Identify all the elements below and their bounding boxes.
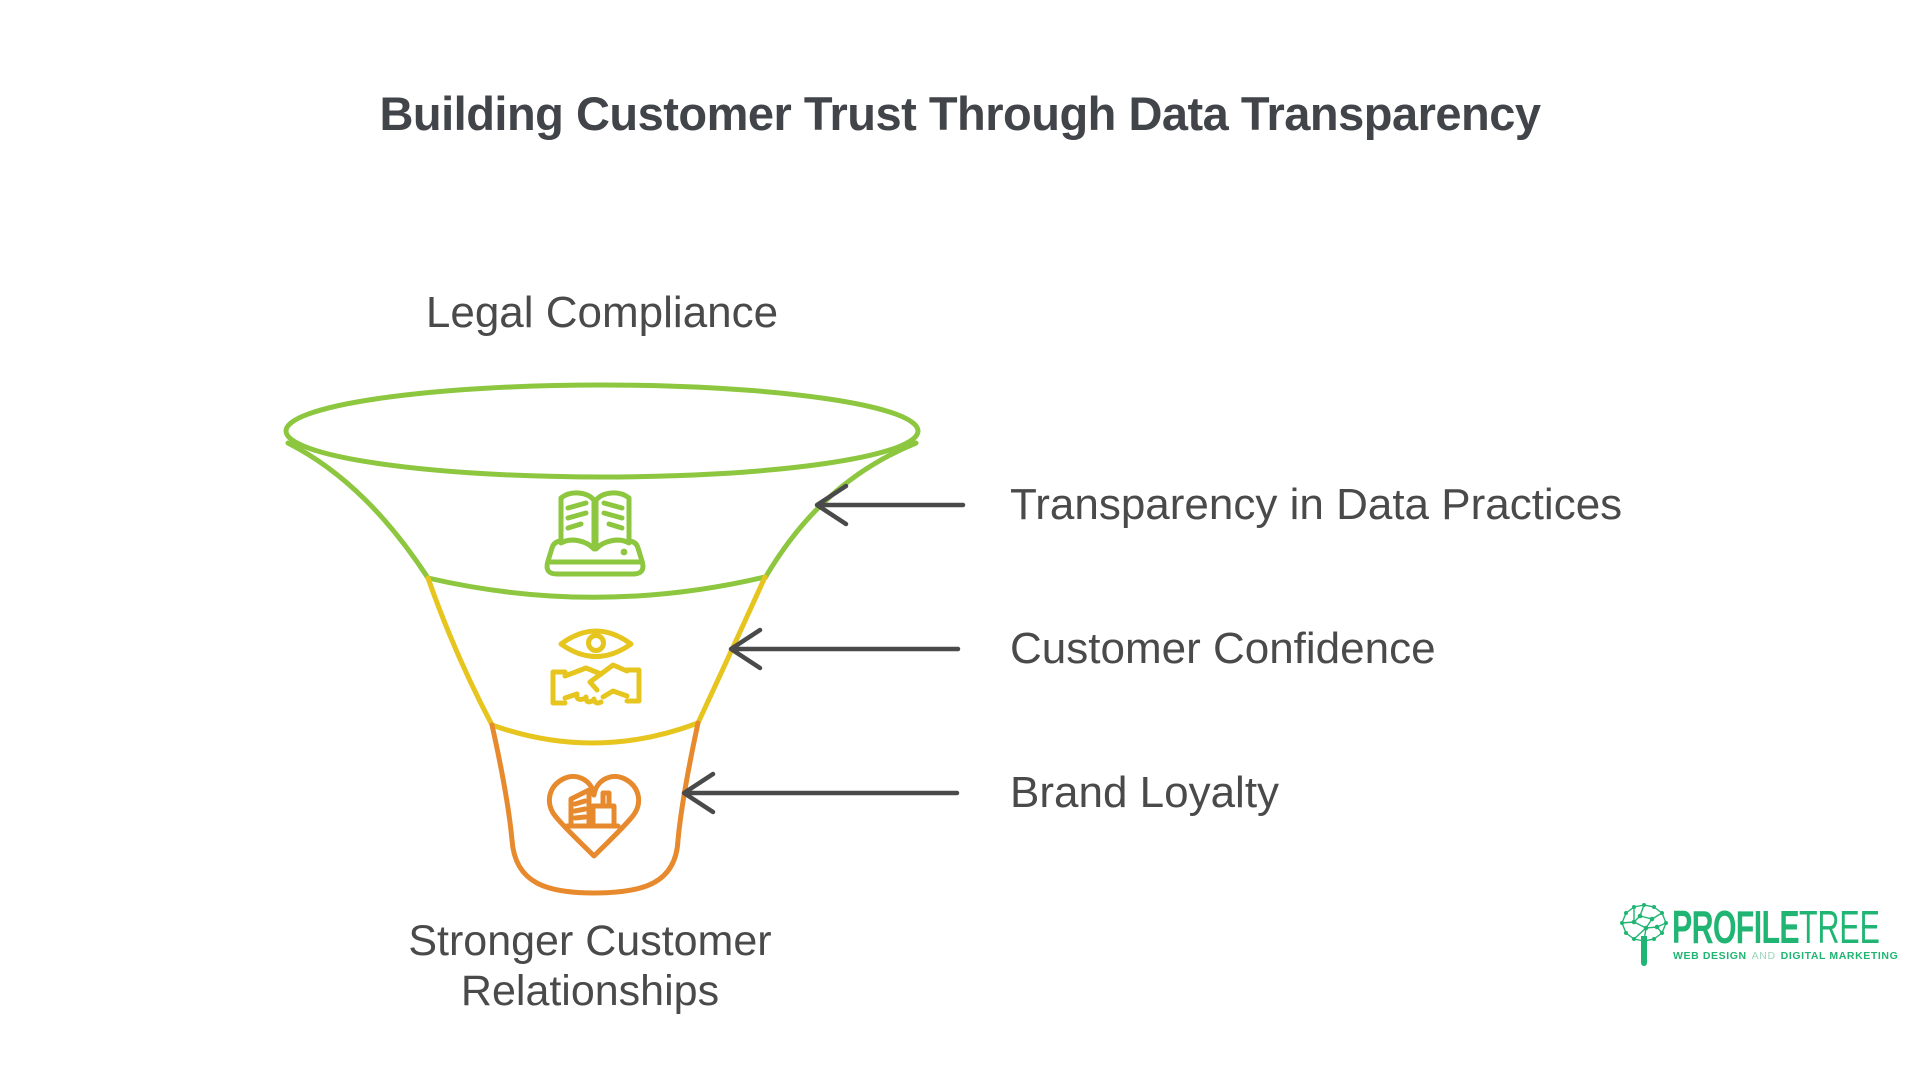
tagline-web-design: WEB DESIGN [1673,950,1747,962]
brand-logo-tree: TREE [1798,901,1880,953]
funnel-stage-customer-confidence [425,574,768,746]
funnel-top-label: Legal Compliance [425,288,779,337]
callout-label-confidence: Customer Confidence [1010,624,1436,673]
callout-arrow-loyalty [681,771,960,815]
open-book-icon [544,490,646,577]
callout-label-transparency: Transparency in Data Practices [1010,480,1623,529]
funnel-stage-brand-loyalty [489,720,701,896]
callout-label-loyalty: Brand Loyalty [1010,768,1280,817]
funnel-bottom-label-line1: Stronger Customer [408,917,772,965]
page-title: Building Customer Trust Through Data Tra… [379,87,1541,140]
tree-network-nodes [1620,903,1668,941]
funnel-bottom-label-line2: Relationships [460,967,720,1015]
callout-arrow-transparency [814,483,966,527]
funnel-bottom-label: Stronger Customer Relationships [390,916,790,1016]
profiletree-tree-icon [1620,903,1668,966]
brand-logo-profile: PROFILE [1672,901,1800,953]
heart-with-factory-icon [546,773,642,859]
tagline-and: AND [1751,950,1776,962]
funnel-stage-legal-compliance [283,382,921,600]
eye-over-handshake-icon [550,628,642,706]
callout-arrow-confidence [728,627,961,671]
brand-logo-tagline: WEB DESIGN AND DIGITAL MARKETING [1673,950,1898,962]
brand-logo-wordmark: PROFILETREE [1672,904,1880,950]
brand-logo: PROFILETREE WEB DESIGN AND DIGITAL MARKE… [1620,901,1920,973]
tagline-digital-marketing: DIGITAL MARKETING [1780,950,1899,962]
